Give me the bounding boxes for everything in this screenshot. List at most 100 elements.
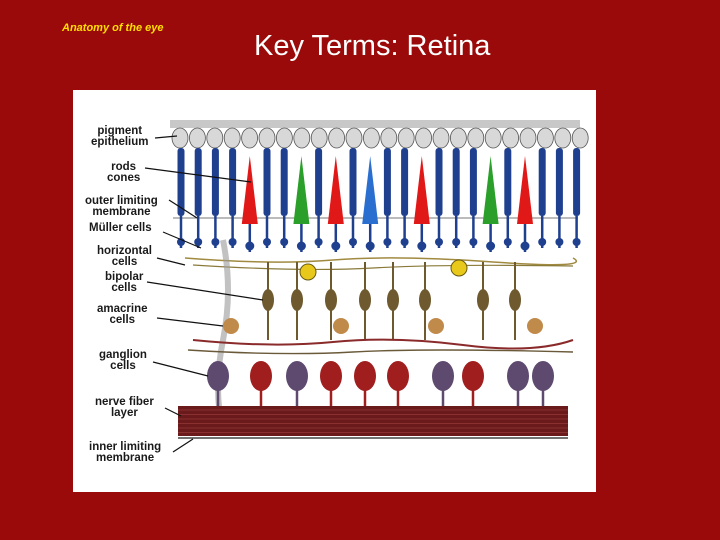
inner-plexiform-fiber	[187, 349, 574, 355]
rod-nucleus	[194, 238, 203, 246]
cone-outer-segment	[517, 156, 533, 224]
rod-nucleus	[349, 238, 357, 246]
ganglion-cell	[207, 361, 229, 391]
ganglion-cell	[250, 361, 272, 391]
slide-title: Key Terms: Retina	[254, 30, 491, 62]
rod-outer-segment	[538, 148, 546, 216]
pigment-cell	[328, 127, 346, 149]
rod-nucleus	[435, 238, 443, 246]
rod-nucleus	[503, 238, 512, 246]
label-leader-line	[154, 135, 178, 139]
cone-nucleus	[486, 241, 496, 251]
rod-outer-segment	[401, 148, 409, 216]
pigment-cell	[571, 127, 589, 149]
cone-nucleus	[331, 241, 341, 251]
pigment-cell	[362, 127, 380, 149]
bipolar-cell	[387, 289, 399, 311]
outer-plexiform-fiber	[192, 264, 574, 271]
muller-cell	[215, 239, 231, 431]
amacrine-cell	[333, 318, 349, 334]
pigment-cell	[171, 127, 189, 149]
bipolar-cell	[477, 289, 489, 311]
rod-nucleus	[314, 238, 323, 246]
rod-outer-segment	[194, 148, 202, 216]
label-leader-line	[156, 257, 186, 266]
label-leader-line	[168, 199, 198, 219]
ganglion-cell	[507, 361, 529, 391]
cone-nucleus	[417, 241, 427, 251]
pigment-cell	[258, 127, 276, 149]
outer-plexiform-fiber	[184, 257, 578, 266]
label-leader-line	[172, 438, 194, 453]
ganglion-cell	[387, 361, 409, 391]
pigment-cell	[310, 127, 328, 149]
cone-nucleus	[245, 241, 255, 251]
rod-outer-segment	[504, 148, 512, 216]
pigment-cell	[241, 127, 259, 149]
pigment-cell	[449, 127, 467, 149]
label-leader-line	[146, 281, 264, 301]
pigment-cell	[206, 127, 224, 149]
pigment-cell	[189, 127, 206, 149]
pigment-cell	[223, 127, 241, 149]
rod-outer-segment	[349, 148, 357, 216]
bipolar-cell	[291, 289, 303, 311]
rod-outer-segment	[229, 148, 237, 216]
amacrine-cell	[527, 318, 543, 334]
pigment-cell	[536, 127, 554, 149]
cone-nucleus	[520, 241, 530, 251]
ganglion-cell	[462, 361, 484, 391]
rod-outer-segment	[211, 148, 219, 216]
rod-outer-segment	[555, 148, 563, 216]
ganglion-cell	[432, 361, 454, 391]
ganglion-cell	[354, 361, 376, 391]
pigment-cell	[380, 127, 398, 149]
retina-illustration	[144, 120, 589, 453]
label-leader-line	[162, 231, 202, 249]
rod-nucleus	[572, 238, 581, 246]
rod-outer-segment	[435, 148, 443, 216]
cone-outer-segment	[293, 156, 310, 224]
rod-nucleus	[280, 238, 289, 246]
rod-outer-segment	[452, 148, 460, 216]
label-leader-line	[164, 407, 182, 417]
pigment-cell	[293, 127, 311, 149]
pigment-cell	[519, 127, 537, 149]
cone-nucleus	[365, 241, 375, 251]
inner-plexiform-fiber	[192, 338, 574, 350]
label-leader-line	[152, 361, 209, 377]
bipolar-cell	[509, 289, 521, 311]
pigment-cell	[502, 127, 520, 149]
label-leader-line	[144, 167, 252, 183]
rod-outer-segment	[573, 148, 581, 216]
corner-title: Anatomy of the eye	[62, 22, 164, 34]
rod-outer-segment	[315, 148, 323, 216]
cone-outer-segment	[362, 156, 379, 224]
amacrine-cell	[428, 318, 444, 334]
horizontal-cell	[299, 263, 317, 281]
rod-nucleus	[211, 238, 220, 246]
cone-nucleus	[296, 241, 306, 251]
rod-outer-segment	[383, 148, 391, 216]
cone-outer-segment	[413, 156, 430, 224]
cone-outer-segment	[482, 156, 499, 224]
rod-nucleus	[555, 238, 564, 246]
pigment-cell	[415, 127, 433, 149]
rod-nucleus	[538, 238, 547, 246]
rod-outer-segment	[469, 148, 477, 216]
rod-outer-segment	[177, 148, 185, 216]
ganglion-cell	[320, 361, 342, 391]
pigment-cell	[467, 127, 485, 149]
pigment-cell	[275, 127, 293, 149]
rod-nucleus	[383, 238, 392, 246]
rod-nucleus	[263, 238, 271, 246]
rod-nucleus	[452, 238, 461, 246]
pigment-cell	[484, 127, 502, 149]
